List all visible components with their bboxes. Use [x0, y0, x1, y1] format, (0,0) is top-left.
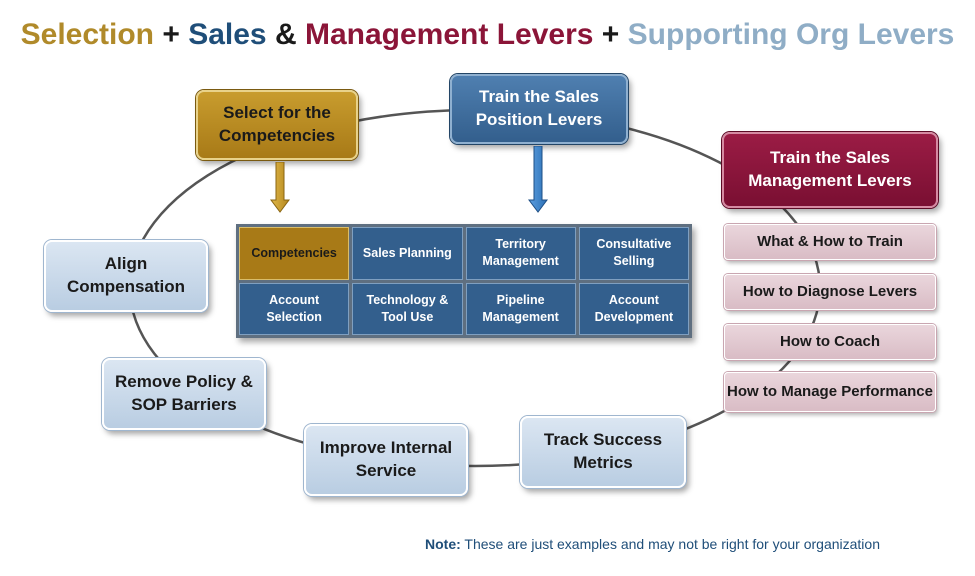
title-ampersand: & [274, 18, 297, 51]
improve-service-node: Improve Internal Service [304, 424, 468, 496]
track-metrics-node: Track Success Metrics [520, 416, 686, 488]
train-sales-position-label: Train the Sales Position Levers [475, 87, 603, 129]
competency-grid: Competencies Sales Planning Territory Ma… [236, 224, 692, 338]
title-management-levers: Management Levers [304, 18, 594, 51]
select-competencies-node: Select for the Competencies [196, 90, 358, 160]
footnote: Note: These are just examples and may no… [425, 536, 880, 552]
align-compensation-node: Align Compensation [44, 240, 208, 312]
align-compensation-label: Align Compensation [66, 254, 186, 296]
blue-down-arrow [528, 146, 548, 213]
footnote-text: These are just examples and may not be r… [464, 536, 880, 552]
track-metrics-label: Track Success Metrics [543, 430, 663, 472]
select-competencies-label: Select for the Competencies [218, 103, 336, 145]
remove-policy-node: Remove Policy & SOP Barriers [102, 358, 266, 430]
gold-down-arrow [270, 162, 290, 213]
title-selection: Selection [20, 18, 154, 51]
remove-policy-label: Remove Policy & SOP Barriers [115, 372, 253, 414]
grid-cell-pipeline-management: Pipeline Management [465, 282, 576, 335]
mgmt-item-diagnose-label: How to Diagnose Levers [742, 283, 918, 301]
train-sales-management-node: Train the Sales Management Levers [722, 132, 938, 208]
title-plus-1: + [162, 18, 180, 51]
grid-cell-competencies: Competencies [239, 227, 350, 280]
footnote-label: Note: [425, 536, 461, 552]
title-supporting-org-levers: Supporting Org Levers [627, 18, 955, 51]
mgmt-item-performance-label: How to Manage Performance [727, 383, 933, 401]
mgmt-item-train-label: What & How to Train [757, 233, 903, 251]
grid-cell-sales-planning: Sales Planning [352, 227, 463, 280]
mgmt-item-performance: How to Manage Performance [724, 372, 936, 412]
train-sales-management-label: Train the Sales Management Levers [748, 148, 912, 190]
grid-cell-technology-tool-use: Technology & Tool Use [352, 282, 463, 335]
mgmt-item-coach: How to Coach [724, 324, 936, 360]
title-plus-2: + [601, 18, 620, 51]
grid-cell-consultative-selling: Consultative Selling [578, 227, 689, 280]
diagram-title: Selection + Sales & Management Levers + … [0, 18, 975, 52]
improve-service-label: Improve Internal Service [319, 438, 453, 480]
mgmt-item-diagnose: How to Diagnose Levers [724, 274, 936, 310]
train-sales-position-node: Train the Sales Position Levers [450, 74, 628, 144]
grid-cell-account-selection: Account Selection [239, 282, 350, 335]
title-sales: Sales [188, 18, 267, 51]
grid-cell-account-development: Account Development [578, 282, 689, 335]
grid-cell-territory-management: Territory Management [465, 227, 576, 280]
mgmt-item-train: What & How to Train [724, 224, 936, 260]
mgmt-item-coach-label: How to Coach [780, 333, 880, 351]
